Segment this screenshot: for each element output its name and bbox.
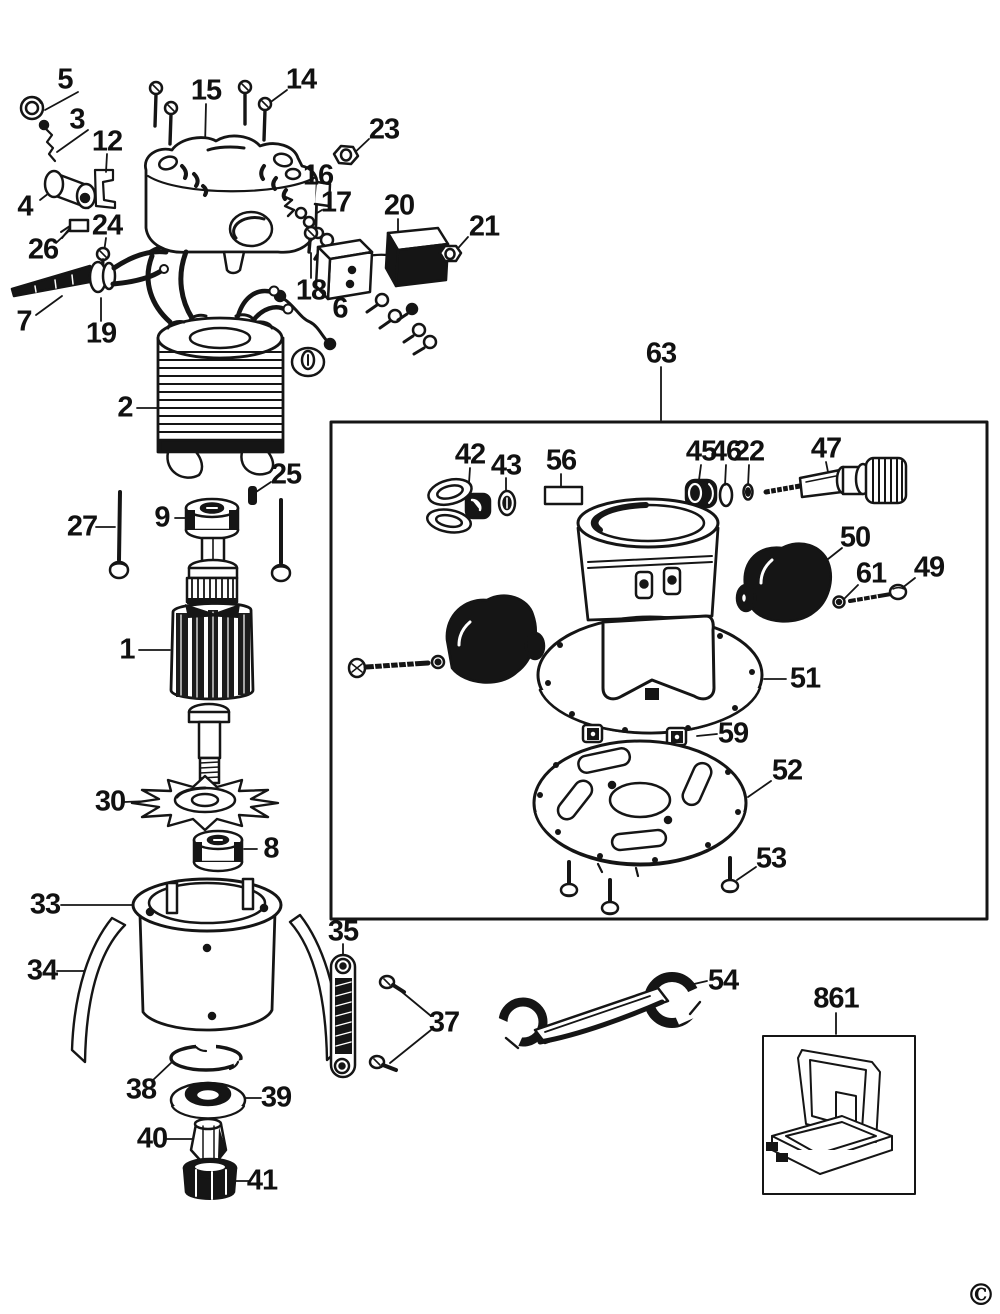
square-nuts bbox=[581, 723, 688, 747]
inset-box-63 bbox=[329, 420, 989, 921]
callout-40: 40 bbox=[136, 1122, 168, 1155]
spring-16 bbox=[281, 194, 296, 218]
cord-protector bbox=[10, 260, 117, 298]
o-ring bbox=[718, 482, 734, 508]
callout-23: 23 bbox=[368, 113, 400, 146]
motor-end-cap bbox=[144, 134, 332, 275]
wave-washer bbox=[169, 1043, 251, 1072]
inset-box-861 bbox=[762, 1035, 916, 1195]
switch bbox=[314, 238, 374, 301]
callout-54: 54 bbox=[707, 964, 739, 997]
knob-screw-right bbox=[832, 583, 908, 609]
callout-63: 63 bbox=[645, 337, 677, 370]
cap-screws bbox=[148, 79, 273, 146]
nut-21 bbox=[438, 244, 463, 263]
callout-52: 52 bbox=[771, 754, 803, 787]
callout-19: 19 bbox=[85, 317, 117, 350]
callout-12: 12 bbox=[91, 125, 123, 158]
pin-25 bbox=[248, 486, 257, 505]
callout-16: 16 bbox=[302, 159, 334, 192]
nut-23 bbox=[332, 144, 360, 166]
field-stator bbox=[145, 249, 294, 479]
collet bbox=[189, 1117, 228, 1162]
screw-18 bbox=[303, 225, 319, 254]
handle-knobs bbox=[445, 542, 832, 684]
callout-35: 35 bbox=[327, 915, 359, 948]
terminal bbox=[60, 218, 90, 239]
callout-61: 61 bbox=[855, 557, 887, 590]
callout-20: 20 bbox=[383, 189, 415, 222]
handle-block bbox=[350, 226, 450, 288]
callout-34: 34 bbox=[26, 954, 58, 987]
copyright-symbol: © bbox=[966, 1278, 996, 1313]
washer-22 bbox=[742, 483, 754, 501]
sub-base bbox=[532, 739, 748, 878]
callout-33: 33 bbox=[29, 888, 61, 921]
bearing-8 bbox=[192, 829, 244, 873]
callout-49: 49 bbox=[913, 551, 945, 584]
rack bbox=[329, 953, 357, 1079]
callout-38: 38 bbox=[125, 1073, 157, 1106]
through-bolts bbox=[108, 490, 292, 583]
callout-18: 18 bbox=[295, 274, 327, 307]
callout-9: 9 bbox=[154, 501, 170, 534]
callout-46: 46 bbox=[710, 435, 742, 468]
callout-21: 21 bbox=[468, 210, 500, 243]
callout-861: 861 bbox=[813, 982, 859, 1015]
depth-screw bbox=[763, 456, 908, 505]
knob-screw-left bbox=[347, 654, 446, 679]
callout-25: 25 bbox=[270, 458, 302, 491]
callout-37: 37 bbox=[428, 1006, 460, 1039]
nameplate bbox=[543, 485, 584, 506]
callout-27: 27 bbox=[66, 510, 98, 543]
fan bbox=[130, 774, 280, 832]
callout-26: 26 bbox=[27, 233, 59, 266]
washer-43 bbox=[497, 489, 517, 517]
callout-45: 45 bbox=[685, 435, 717, 468]
callout-30: 30 bbox=[94, 785, 126, 818]
callout-2: 2 bbox=[117, 391, 133, 424]
callout-1: 1 bbox=[119, 633, 135, 666]
callout-6: 6 bbox=[332, 292, 348, 325]
sub-base-screws bbox=[559, 856, 740, 916]
callout-7: 7 bbox=[16, 305, 32, 338]
callout-42: 42 bbox=[454, 438, 486, 471]
collar bbox=[169, 1081, 247, 1120]
rack-screws bbox=[368, 974, 406, 1072]
wing-nut bbox=[426, 477, 492, 534]
callout-15: 15 bbox=[190, 74, 222, 107]
bracket bbox=[93, 168, 117, 210]
callout-53: 53 bbox=[755, 842, 787, 875]
callout-22: 22 bbox=[733, 435, 765, 468]
router-base bbox=[536, 497, 764, 735]
callout-14: 14 bbox=[285, 63, 317, 96]
callout-5: 5 bbox=[57, 63, 73, 96]
motor-housing bbox=[131, 877, 283, 1032]
callout-43: 43 bbox=[490, 449, 522, 482]
brush-holder bbox=[43, 169, 97, 210]
callout-59: 59 bbox=[717, 717, 749, 750]
armature bbox=[169, 536, 255, 785]
callout-8: 8 bbox=[263, 832, 279, 865]
callout-39: 39 bbox=[260, 1081, 292, 1114]
callout-3: 3 bbox=[69, 103, 85, 136]
callout-47: 47 bbox=[810, 432, 842, 465]
brush-cap bbox=[19, 95, 45, 121]
callout-50: 50 bbox=[839, 521, 871, 554]
callout-24: 24 bbox=[91, 209, 123, 242]
callout-56: 56 bbox=[545, 444, 577, 477]
kit-box bbox=[766, 1049, 893, 1175]
callout-4: 4 bbox=[17, 190, 33, 223]
switch-terminals bbox=[365, 292, 438, 356]
collet-nut bbox=[182, 1157, 238, 1200]
callout-41: 41 bbox=[246, 1164, 278, 1197]
callout-51: 51 bbox=[789, 662, 821, 695]
bearing-9 bbox=[184, 497, 240, 541]
round-button bbox=[290, 346, 326, 378]
brush-spring bbox=[38, 119, 57, 163]
callout-17: 17 bbox=[320, 186, 352, 219]
wrench bbox=[484, 972, 714, 1052]
